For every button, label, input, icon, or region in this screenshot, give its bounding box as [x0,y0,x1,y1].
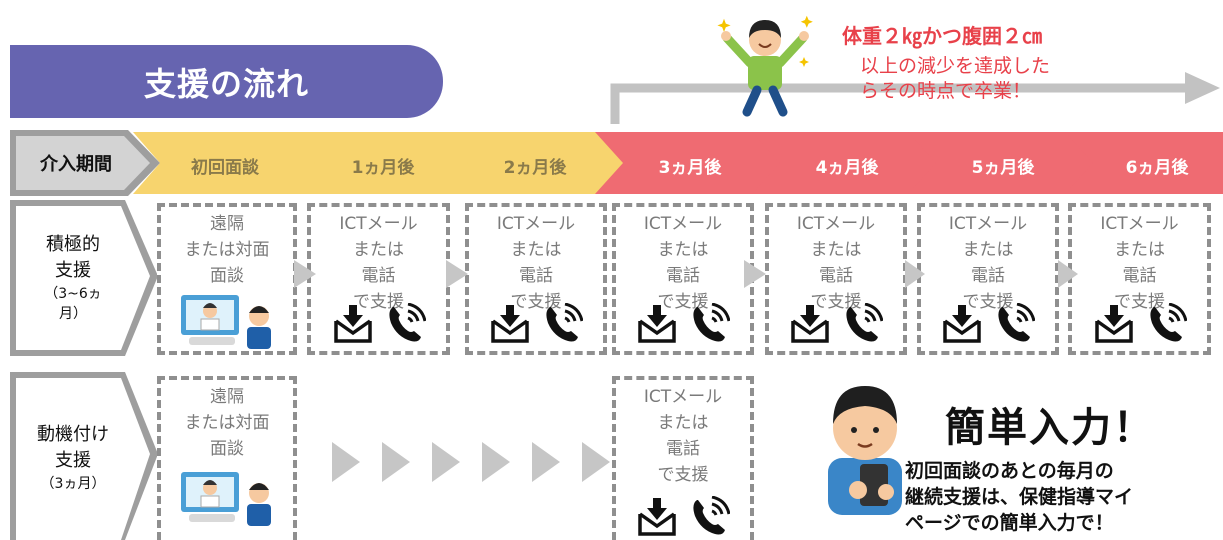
graduation-arrow [610,72,1220,124]
step-label-1m: 1ヵ月後 [351,158,415,178]
timeline-header [10,130,1223,196]
ict-box-6m: ICTメールまたは電話で支援 [1068,203,1211,355]
mail-download-icon [791,305,829,343]
mail-download-icon [638,498,676,536]
step-label-6m: 6ヵ月後 [1125,158,1189,178]
step-label-5m: 5ヵ月後 [971,158,1035,178]
period-label: 介入期間 [40,154,112,175]
row2-arrows [332,442,610,482]
step-yellow-2m [440,132,645,194]
goal-line-1: 以上の減少を達成した [860,55,1051,77]
ict-box-3m: ICTメールまたは電話で支援 [612,203,754,355]
step-label-initial: 初回面談 [191,158,259,178]
step-label-2m: 2ヵ月後 [503,158,567,178]
ict-box-5m: ICTメールまたは電話で支援 [917,203,1059,355]
jumping-person-illustration [717,15,813,117]
goal-line-2: らその時点で卒業！ [860,80,1032,102]
ict-box-2m: ICTメールまたは電話で支援 [465,203,607,355]
phone-icon [693,496,730,535]
phone-icon [846,303,883,342]
motivation-ict-box-3m: ICTメールまたは電話で支援 [612,376,754,540]
phone-icon [998,303,1035,342]
mail-download-icon [943,305,981,343]
phone-icon [1149,303,1187,342]
phone-icon [693,303,730,342]
step-red-5m [908,132,1108,194]
step-label-3m: 3ヵ月後 [658,158,722,178]
step-red-6m [1065,132,1223,194]
easy-input-title: 簡単入力！ [945,405,1155,451]
video-call-illustration [181,472,271,526]
mail-download-icon [491,305,529,343]
goal-highlight: 体重２㎏かつ腹囲２㎝ [842,24,1042,48]
motivation-initial-box: 遠隔 または対面 面談 [157,376,297,540]
active-initial-box: 遠隔 または対面 面談 [157,203,297,355]
active-support-label: 積極的 支援 （3~6ヵ 月） [44,234,102,322]
step-yellow-1m [287,132,495,194]
video-call-illustration [181,295,271,349]
smartphone-person-illustration [828,386,902,515]
mail-download-icon [638,305,676,343]
mail-download-icon [333,305,372,343]
page-title: 支援の流れ [10,45,443,118]
motivation-support-label: 動機付け 支援 （3ヵ月） [37,424,109,492]
row1-arrows [294,260,1078,288]
step-red-4m [752,132,952,194]
ict-box-4m: ICTメールまたは電話で支援 [765,203,907,355]
mail-download-icon [1094,305,1133,343]
row-labels-bg [10,200,158,540]
step-label-4m: 4ヵ月後 [815,158,879,178]
step-yellow-initial [133,132,335,194]
step-red-3m [595,132,795,194]
easy-input-description: 初回面談のあとの毎月の 継続支援は、保健指導マイ ページでの簡単入力で！ [905,460,1134,534]
phone-icon [546,303,583,342]
phone-icon [388,303,426,342]
